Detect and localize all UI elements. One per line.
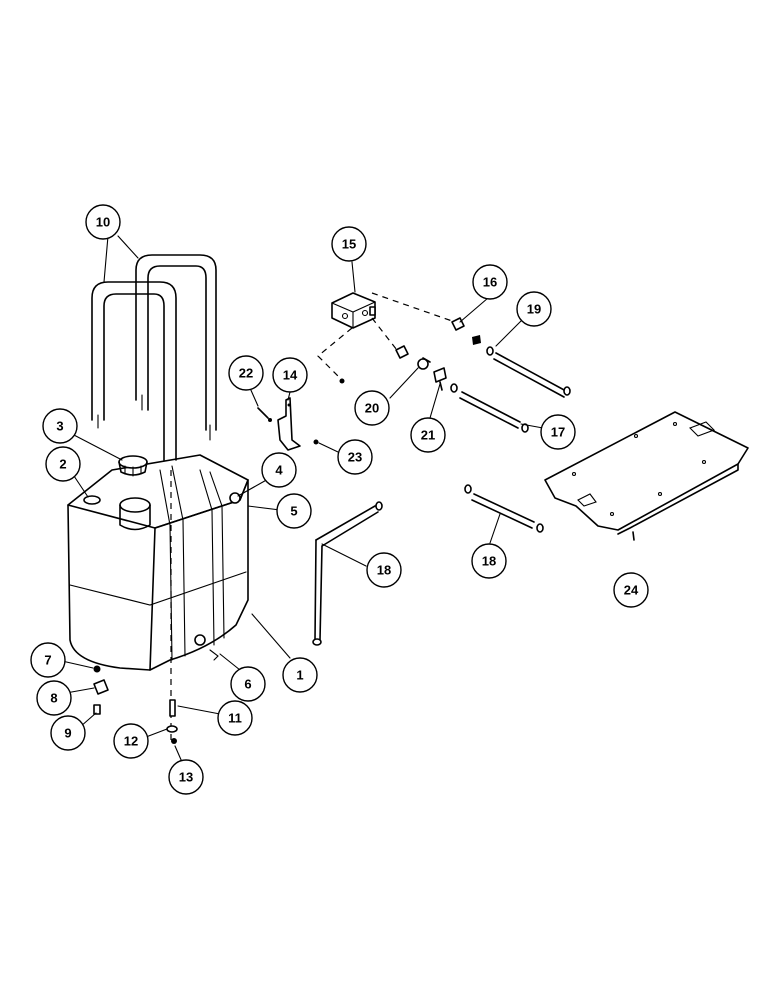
callout-8: 8 <box>36 680 72 716</box>
part-3-cap <box>118 455 148 477</box>
part-15-module <box>331 292 376 329</box>
part-23-nut <box>313 439 319 445</box>
wiring-dashed-1 <box>371 292 456 323</box>
parts-7-8-9-hardware <box>93 665 109 715</box>
part-18-straight-rod <box>464 484 544 533</box>
part-18-bent-rod <box>312 501 383 646</box>
callout-7: 7 <box>30 642 66 678</box>
part-10-straps <box>91 254 217 461</box>
callout-13-label: 13 <box>179 770 193 785</box>
callout-13: 13 <box>168 759 204 795</box>
callout-11: 11 <box>217 700 253 736</box>
callout-14-label: 14 <box>283 368 298 383</box>
callout-3-label: 3 <box>56 419 63 434</box>
callout-4: 4 <box>261 452 297 488</box>
callout-10-label: 10 <box>96 215 110 230</box>
callout-6-label: 6 <box>244 677 251 692</box>
callout-11-label: 11 <box>228 711 242 726</box>
callout-18-b-label: 18 <box>482 554 496 569</box>
callout-19-label: 19 <box>527 302 541 317</box>
callout-9: 9 <box>50 715 86 751</box>
part-19-rod <box>486 346 571 398</box>
callout-6: 6 <box>230 666 266 702</box>
callout-24-label: 24 <box>624 583 639 598</box>
wiring-dashed-2 <box>371 317 401 355</box>
callout-18-b: 18 <box>471 543 507 579</box>
callout-8-label: 8 <box>50 691 57 706</box>
callout-14: 14 <box>272 357 308 393</box>
callout-2-label: 2 <box>59 457 66 472</box>
callout-5-label: 5 <box>290 504 297 519</box>
part-14-bracket <box>277 397 301 451</box>
part-24-plate <box>544 411 749 541</box>
callout-7-label: 7 <box>44 653 51 668</box>
callout-21-label: 21 <box>421 428 435 443</box>
callout-18-a: 18 <box>366 552 402 588</box>
callout-17-label: 17 <box>551 425 565 440</box>
part-1-tank <box>67 454 249 671</box>
callout-15: 15 <box>331 226 367 262</box>
part-21-plug <box>433 367 447 391</box>
callout-9-label: 9 <box>64 726 71 741</box>
callout-12: 12 <box>113 723 149 759</box>
callout-24: 24 <box>613 572 649 608</box>
callout-5: 5 <box>276 493 312 529</box>
callout-20: 20 <box>354 390 390 426</box>
wiring-dashed-3 <box>317 327 353 379</box>
callout-23: 23 <box>337 439 373 475</box>
callout-16: 16 <box>472 264 508 300</box>
callout-23-label: 23 <box>348 450 362 465</box>
callout-2: 2 <box>45 446 81 482</box>
callout-10: 10 <box>85 204 121 240</box>
callout-3: 3 <box>42 408 78 444</box>
leader-lines <box>61 235 544 763</box>
callout-16-label: 16 <box>483 275 497 290</box>
callout-15-label: 15 <box>342 237 356 252</box>
part-22-screw <box>257 407 272 422</box>
callout-19: 19 <box>516 291 552 327</box>
part-20-connector <box>395 345 431 370</box>
callout-20-label: 20 <box>365 401 379 416</box>
parts-11-12-13-hardware <box>166 699 178 744</box>
callout-1: 1 <box>282 657 318 693</box>
callout-18-a-label: 18 <box>377 563 391 578</box>
part-17-rod <box>450 383 529 433</box>
callout-22-label: 22 <box>239 366 253 381</box>
callout-21: 21 <box>410 417 446 453</box>
callout-1-label: 1 <box>296 668 303 683</box>
callout-22: 22 <box>228 355 264 391</box>
callout-12-label: 12 <box>124 734 138 749</box>
callout-4-label: 4 <box>275 463 283 478</box>
part-16-nut <box>472 335 481 345</box>
callout-17: 17 <box>540 414 576 450</box>
